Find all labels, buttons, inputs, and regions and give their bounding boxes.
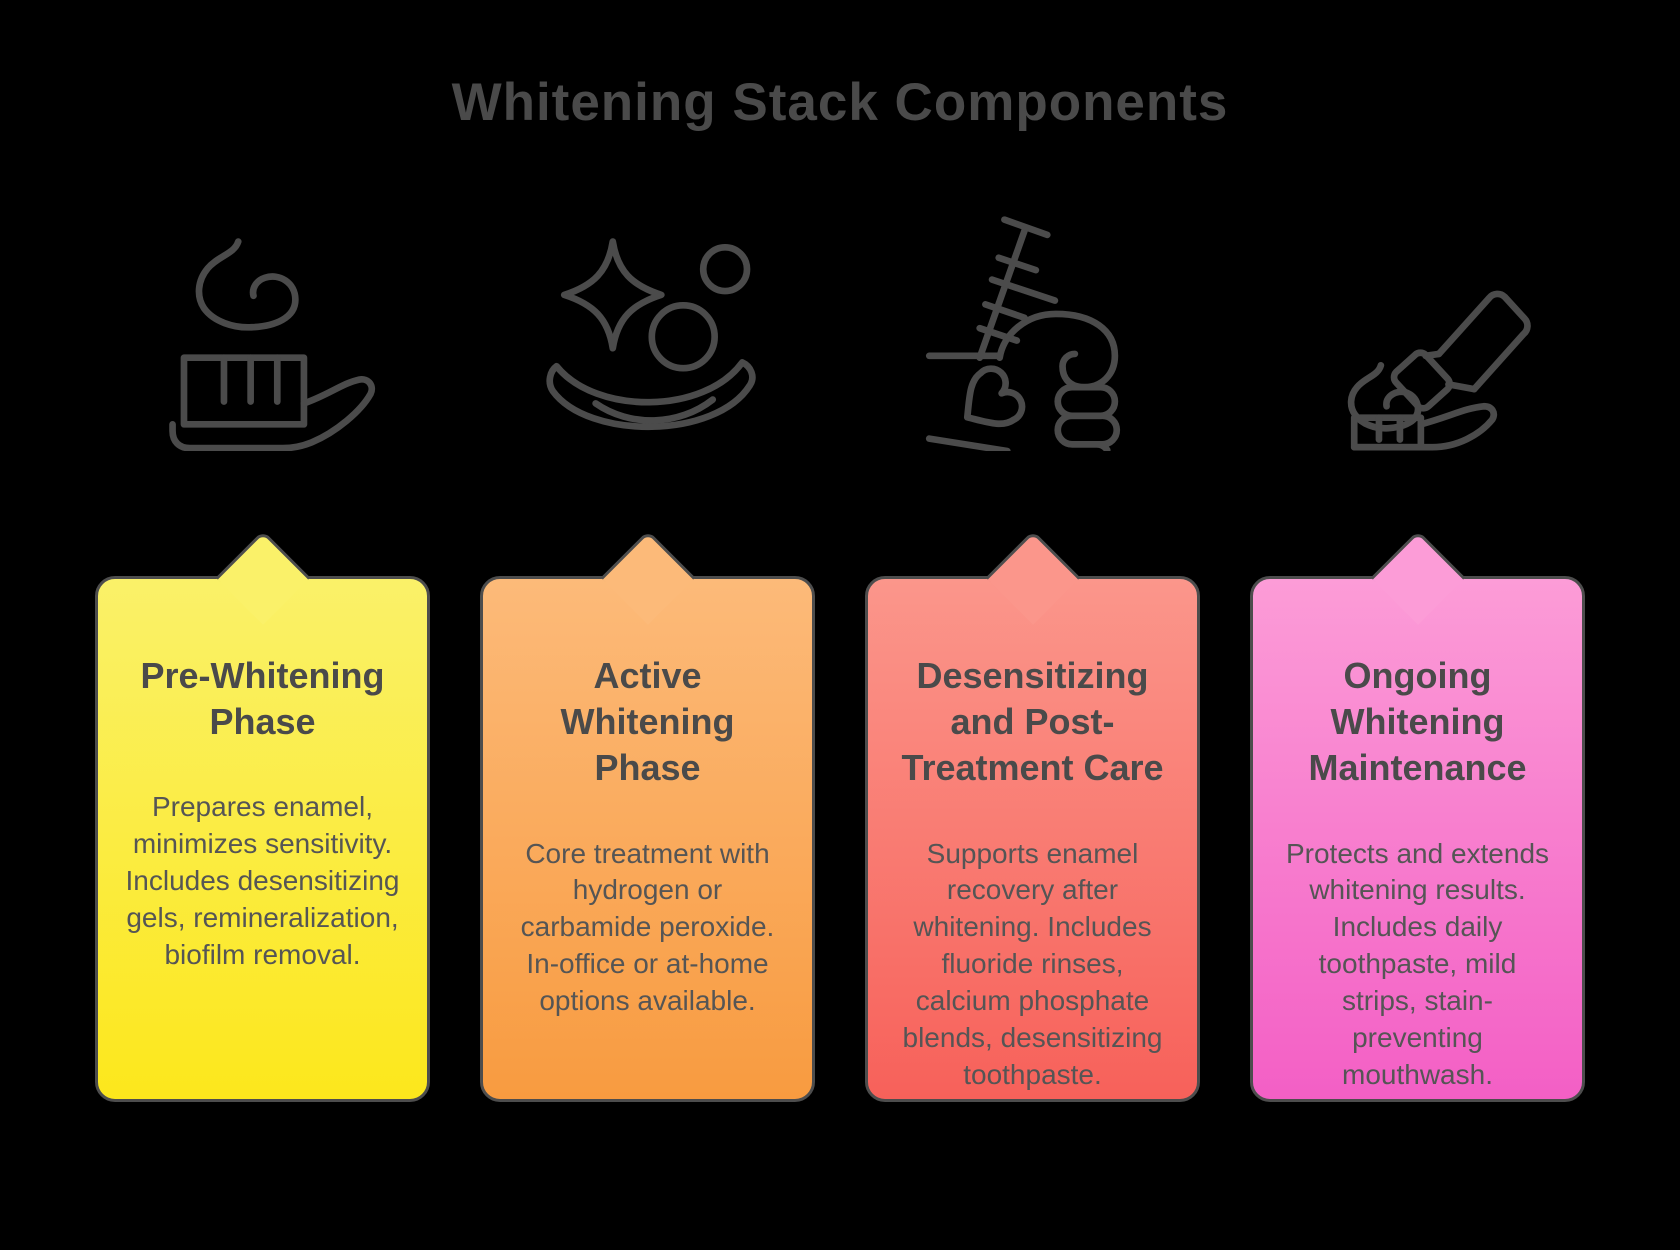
phase-column: Ongoing Whitening Maintenance Protects a… bbox=[1250, 212, 1585, 1103]
card-title: Ongoing Whitening Maintenance bbox=[1308, 655, 1527, 789]
toothbrush-with-paste-icon bbox=[144, 213, 382, 451]
page-title: Whitening Stack Components bbox=[451, 73, 1229, 132]
phase-icon-wrap bbox=[865, 212, 1200, 452]
sparkle-clean-icon bbox=[529, 213, 767, 451]
phase-icon-wrap bbox=[480, 212, 815, 452]
phase-icon-wrap bbox=[95, 212, 430, 452]
infographic: Whitening Stack Components Pre-Whitening… bbox=[0, 73, 1680, 1103]
phase-column: Desensitizing and Post-Treatment Care Su… bbox=[865, 212, 1200, 1103]
card-title: Desensitizing and Post-Treatment Care bbox=[901, 655, 1164, 789]
toothpaste-tube-brush-icon bbox=[1299, 213, 1537, 451]
card-description: Prepares enamel, minimizes sensitivity. … bbox=[125, 791, 400, 971]
card-title: Active Whitening Phase bbox=[560, 655, 735, 789]
phase-column: Pre-Whitening Phase Prepares enamel, min… bbox=[95, 212, 430, 1103]
card-description: Protects and extends whitening results. … bbox=[1285, 837, 1550, 1091]
phase-card: Active Whitening Phase Core treatment wi… bbox=[480, 576, 815, 1103]
card-description: Supports enamel recovery after whitening… bbox=[902, 837, 1163, 1091]
fist-syringe-heart-icon bbox=[914, 213, 1152, 451]
phase-icon-wrap bbox=[1250, 212, 1585, 452]
phase-column: Active Whitening Phase Core treatment wi… bbox=[480, 212, 815, 1103]
cards-row: Pre-Whitening Phase Prepares enamel, min… bbox=[0, 212, 1680, 1103]
card-title: Pre-Whitening Phase bbox=[140, 655, 385, 743]
phase-card: Desensitizing and Post-Treatment Care Su… bbox=[865, 576, 1200, 1103]
phase-card: Pre-Whitening Phase Prepares enamel, min… bbox=[95, 576, 430, 1103]
card-description: Core treatment with hydrogen or carbamid… bbox=[520, 837, 775, 1017]
phase-card: Ongoing Whitening Maintenance Protects a… bbox=[1250, 576, 1585, 1103]
